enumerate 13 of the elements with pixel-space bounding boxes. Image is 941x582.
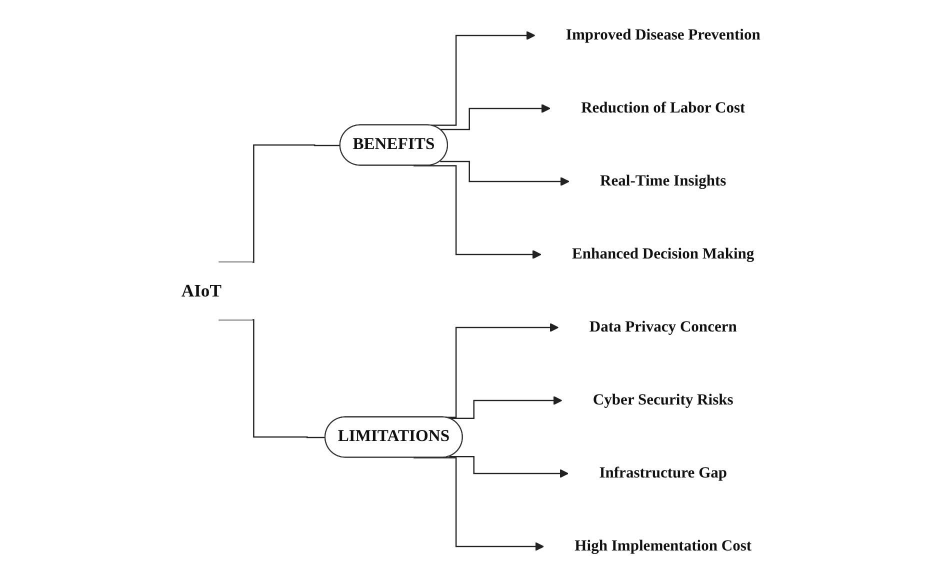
- node-text: Reduction of Labor Cost: [580, 100, 745, 117]
- connector: [218, 144, 340, 263]
- node-text: Improved Disease Prevention: [566, 26, 760, 44]
- connector: [218, 319, 326, 438]
- node-text: Infrastructure Gap: [598, 464, 727, 482]
- arrow: [448, 456, 568, 478]
- node-text: High Implementation Cost: [574, 538, 752, 555]
- arrow: [440, 160, 570, 186]
- node-text: Enhanced Decision Making: [572, 246, 754, 263]
- node-text: Cyber Security Risks: [592, 392, 733, 409]
- node-text: Data Privacy Concern: [589, 318, 737, 336]
- arrow: [440, 104, 550, 130]
- node-text: Real-Time Insights: [600, 172, 726, 190]
